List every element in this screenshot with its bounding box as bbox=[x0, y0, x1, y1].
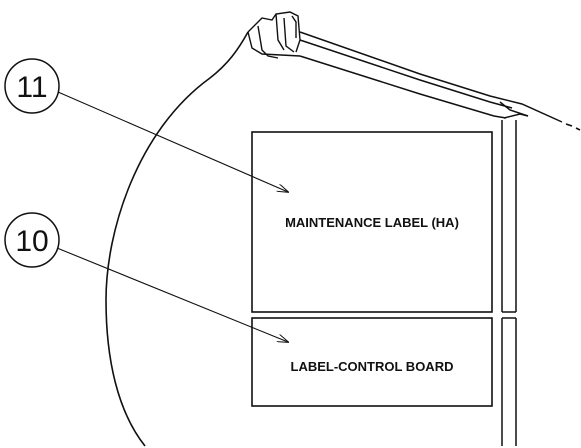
maintenance-label-box bbox=[251, 131, 493, 313]
callout-10-leader bbox=[56, 247, 288, 342]
callout-11-number: 11 bbox=[16, 71, 47, 104]
callout-11-leader bbox=[57, 91, 288, 192]
roof-dash bbox=[565, 123, 581, 131]
side-post bbox=[501, 120, 517, 446]
housing-outline bbox=[105, 31, 249, 447]
callout-10-number: 10 bbox=[15, 225, 48, 258]
control-board-label-text: LABEL-CONTROL BOARD bbox=[291, 359, 454, 374]
maintenance-label-text: MAINTENANCE LABEL (HA) bbox=[285, 215, 459, 230]
control-board-label-box bbox=[251, 317, 493, 407]
roof-plate bbox=[299, 31, 563, 123]
callout-10-circle bbox=[4, 212, 60, 268]
top-bracket bbox=[247, 11, 301, 59]
callout-11-circle bbox=[4, 58, 60, 114]
